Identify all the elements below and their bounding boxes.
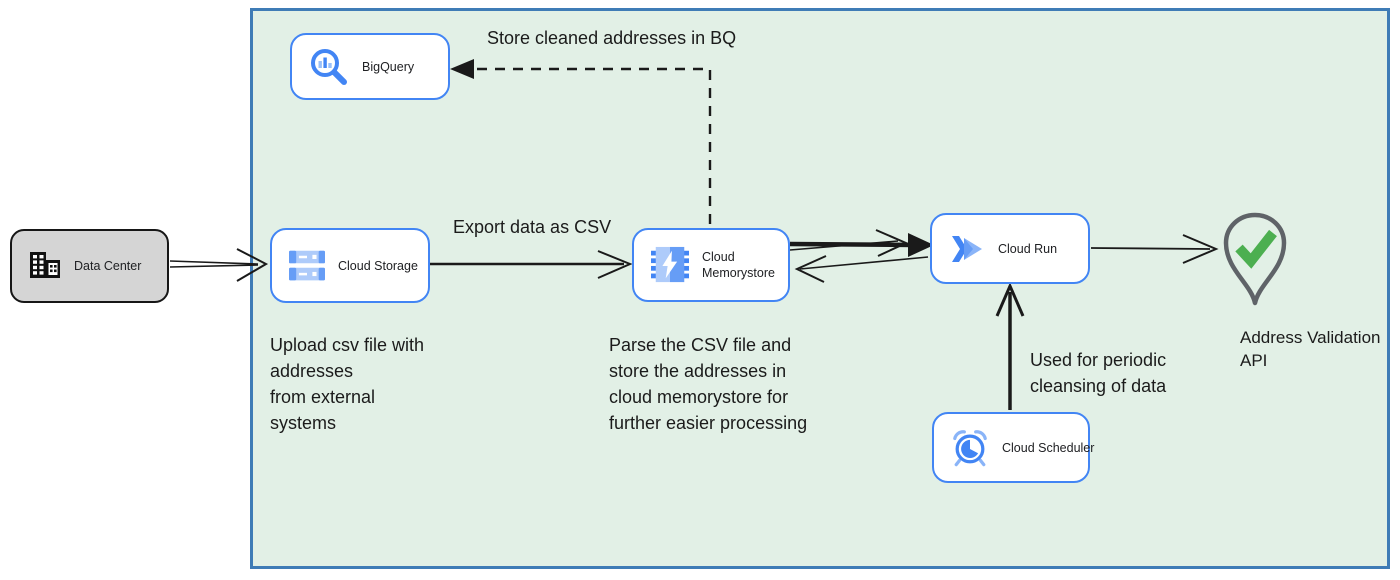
node-label: Cloud Run (998, 241, 1058, 256)
cloud-run-icon (949, 234, 985, 264)
node-label: Cloud Memorystore (702, 249, 775, 280)
node-cloud-memorystore[interactable]: Cloud Memorystore (632, 228, 790, 302)
node-data-center[interactable]: Data Center (10, 229, 169, 303)
connector-storage-to-memorystore[interactable] (430, 250, 633, 279)
label-store-cleaned-addresses: Store cleaned addresses in BQ (487, 28, 737, 48)
map-pin-check-icon (1223, 212, 1287, 306)
node-cloud-scheduler[interactable]: Cloud Scheduler (932, 412, 1094, 483)
cloud-storage-icon (289, 250, 325, 282)
node-cloud-run[interactable]: Cloud Run (930, 213, 1090, 284)
node-cloud-storage[interactable]: Cloud Storage (270, 228, 430, 303)
node-label: Data Center (74, 259, 142, 273)
note-periodic-cleansing: Used for periodic cleansing of data (1030, 350, 1167, 396)
node-label: BigQuery (362, 59, 415, 74)
connector-datacenter-to-storage[interactable] (169, 248, 269, 282)
building-icon (29, 251, 61, 281)
node-label: Cloud Scheduler (1002, 440, 1095, 455)
note-upload-csv: Upload csv file with addresses from exte… (270, 335, 425, 433)
address-validation-pin[interactable] (1219, 210, 1291, 313)
node-label: Cloud Storage (338, 258, 418, 273)
note-parse-csv: Parse the CSV file and store the address… (609, 335, 808, 433)
memorystore-icon (651, 246, 689, 284)
node-bigquery[interactable]: BigQuery (290, 33, 450, 100)
label-address-validation-api: Address Validation API (1240, 328, 1381, 370)
scheduler-alarm-clock-icon (951, 429, 989, 467)
connector-run-to-memorystore[interactable] (794, 255, 929, 283)
bigquery-icon (309, 47, 349, 87)
connector-scheduler-to-run[interactable] (995, 282, 1025, 410)
gcp-boundary-container[interactable] (250, 8, 1390, 569)
label-export-data-csv: Export data as CSV (453, 217, 612, 237)
connector-run-to-validation[interactable] (1090, 234, 1219, 264)
